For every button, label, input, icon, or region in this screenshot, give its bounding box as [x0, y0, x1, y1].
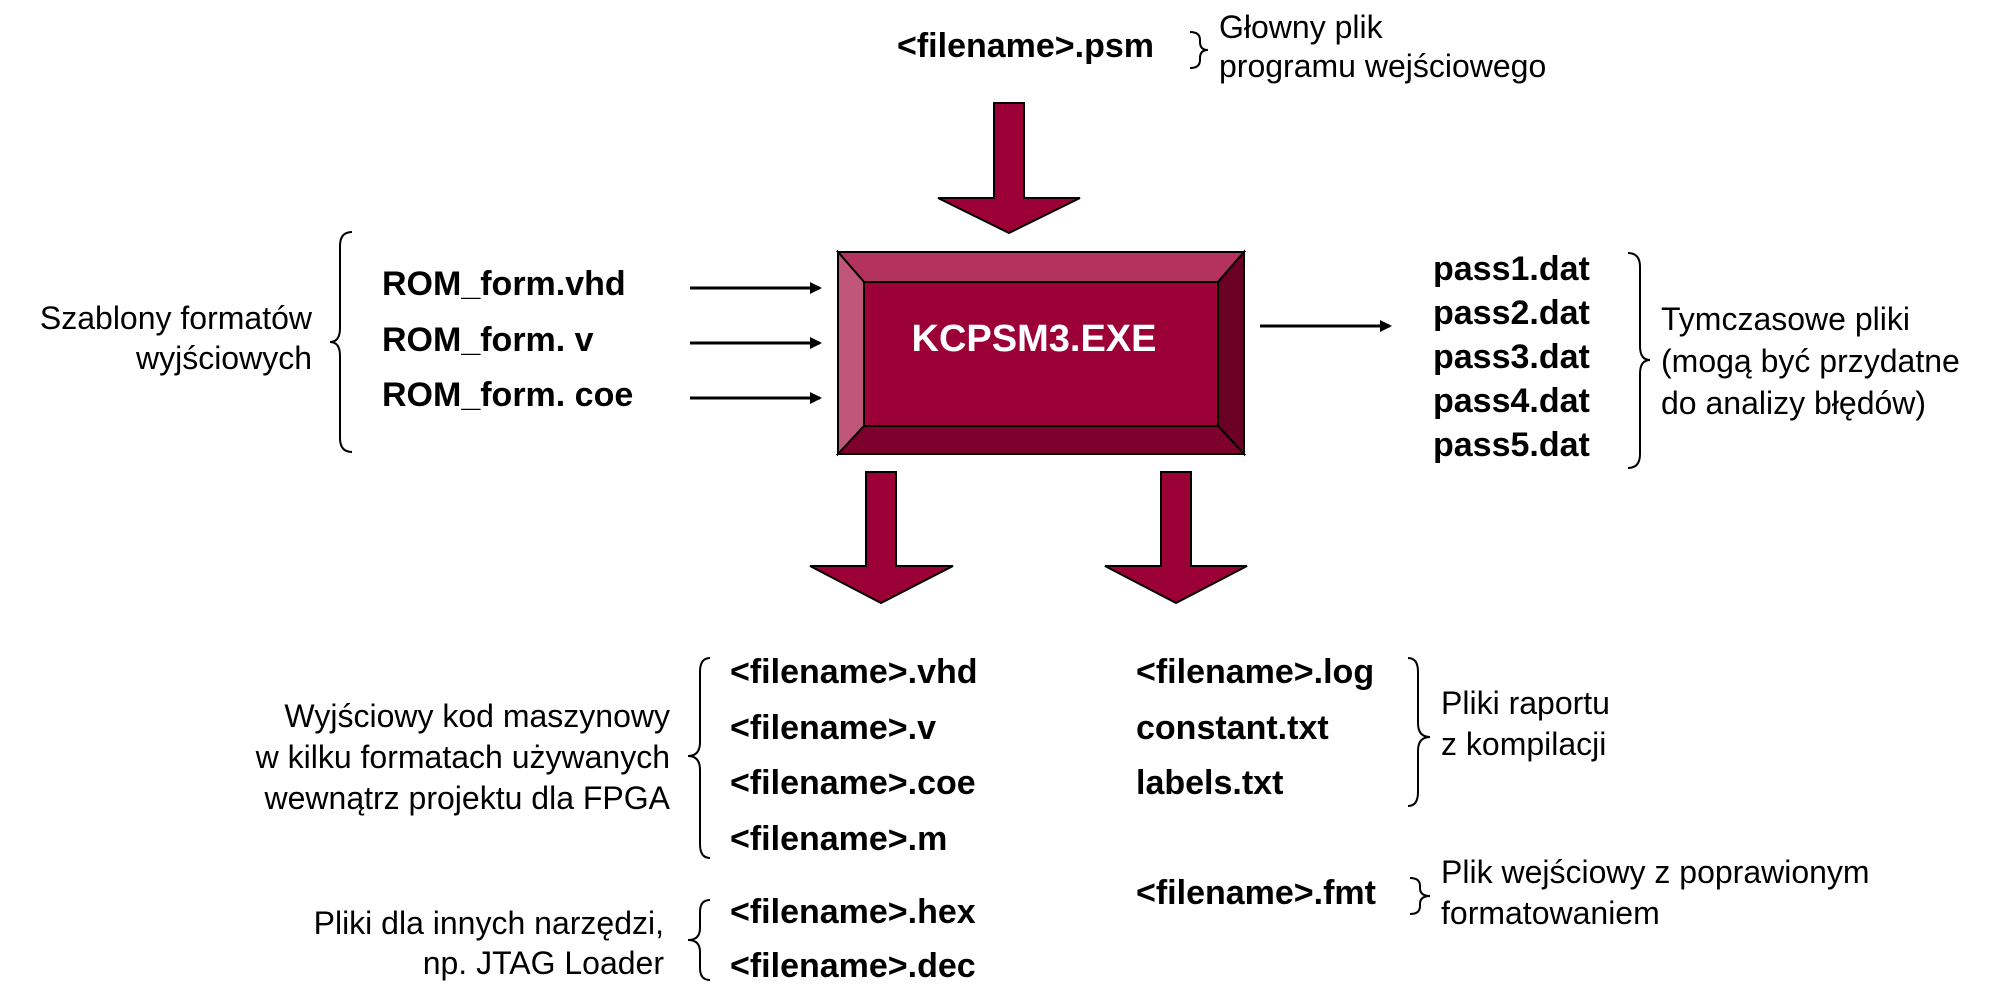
machine-code-note-line-1: Wyjściowy kod maszynowy	[284, 698, 670, 734]
brace-report	[1407, 657, 1431, 807]
box-bevel-right	[1217, 249, 1245, 457]
output-file-v: <filename>.v	[730, 709, 937, 747]
temp-file-pass3: pass3.dat	[1433, 338, 1590, 376]
brace-left-templates	[329, 231, 353, 453]
tools-note-line-2: np. JTAG Loader	[422, 945, 664, 981]
temp-note-line-2: (mogą być przydatne	[1661, 343, 1960, 379]
temp-file-pass1: pass1.dat	[1433, 250, 1590, 288]
report-file-constant: constant.txt	[1136, 709, 1329, 747]
input-note-line-1: Głowny plik	[1219, 9, 1383, 45]
fmt-file: <filename>.fmt	[1136, 874, 1376, 912]
brace-top-psm	[1189, 31, 1209, 69]
template-file-vhd: ROM_form.vhd	[382, 265, 626, 303]
temp-note-line-3: do analizy błędów)	[1661, 385, 1927, 421]
output-file-m: <filename>.m	[730, 820, 948, 858]
kcpsm3-label: KCPSM3.EXE	[911, 318, 1157, 360]
temp-file-pass2: pass2.dat	[1433, 294, 1590, 332]
box-bevel-bottom	[835, 425, 1247, 455]
box-face	[863, 281, 1219, 427]
kcpsm3-box	[835, 249, 1247, 457]
template-file-coe: ROM_form. coe	[382, 376, 634, 414]
output-file-hex: <filename>.hex	[730, 893, 976, 931]
report-file-log: <filename>.log	[1136, 653, 1375, 691]
input-psm-file: <filename>.psm	[897, 27, 1155, 65]
machine-code-note-line-2: w kilku formatach używanych	[255, 739, 670, 775]
input-note-line-2: programu wejściowego	[1219, 48, 1547, 84]
output-block-arrow-right	[1104, 471, 1248, 605]
tools-note-line-1: Pliki dla innych narzędzi,	[313, 905, 664, 941]
report-file-labels: labels.txt	[1136, 764, 1284, 802]
report-note-line-2: z kompilacji	[1441, 726, 1607, 762]
brace-tools	[687, 899, 711, 981]
output-file-coe: <filename>.coe	[730, 764, 976, 802]
templates-note-line-1: Szablony formatów	[39, 300, 312, 336]
temp-file-pass4: pass4.dat	[1433, 382, 1590, 420]
fmt-note-line-1: Plik wejściowy z poprawionym	[1441, 854, 1870, 890]
fmt-note-line-2: formatowaniem	[1441, 895, 1660, 931]
output-file-dec: <filename>.dec	[730, 947, 976, 985]
template-file-v: ROM_form. v	[382, 321, 594, 359]
brace-machine-code	[687, 657, 711, 859]
input-block-arrow	[937, 102, 1081, 235]
templates-note-line-2: wyjściowych	[135, 340, 312, 376]
brace-fmt	[1409, 877, 1431, 915]
temp-note-line-1: Tymczasowe pliki	[1661, 301, 1910, 337]
temp-file-pass5: pass5.dat	[1433, 426, 1590, 464]
output-block-arrow-left	[809, 471, 954, 605]
report-note-line-1: Pliki raportu	[1441, 685, 1610, 721]
box-bevel-top	[835, 251, 1247, 283]
brace-right-pass	[1627, 252, 1651, 469]
machine-code-note-line-3: wewnątrz projektu dla FPGA	[264, 780, 671, 816]
output-file-vhd: <filename>.vhd	[730, 653, 978, 691]
